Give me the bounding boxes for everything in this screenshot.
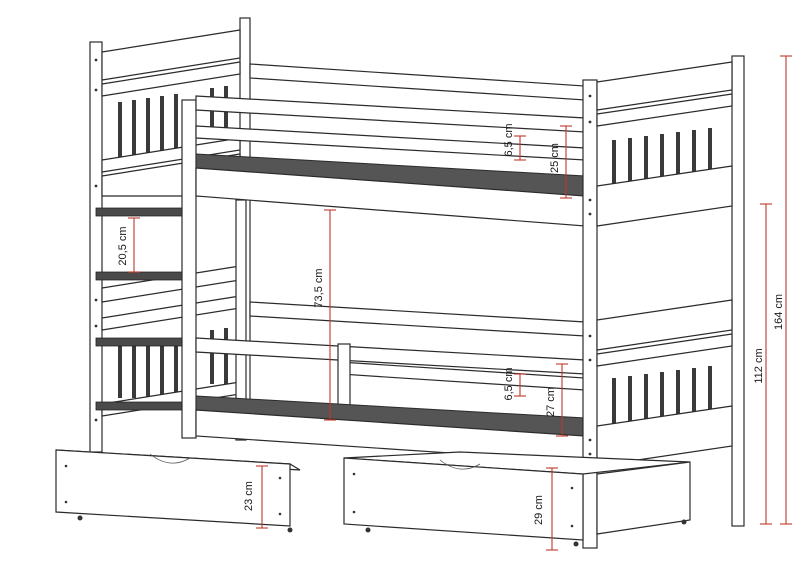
drawer-right-front: [343, 457, 584, 541]
back-lower-rail: [249, 301, 586, 337]
drawer-right: [343, 451, 691, 547]
right-front-post: [582, 79, 598, 549]
ladder-rung-1: [95, 207, 183, 217]
drawer-left: [55, 449, 301, 533]
label-drawer-total: 29 cm: [533, 495, 545, 525]
ladder-rail: [181, 99, 197, 439]
left-headboard-top: [101, 29, 241, 81]
right-upper-top-board: [596, 61, 733, 111]
ladder: [95, 99, 197, 439]
left-lower-top-rail: [101, 265, 241, 303]
right-lower-side-board: [596, 405, 733, 467]
dimension-lines: [128, 55, 792, 551]
post-holes: [94, 58, 592, 456]
right-lower-rail: [596, 333, 733, 367]
label-rung-spacing: 20,5 cm: [117, 226, 129, 265]
label-lower-rail: 27 cm: [545, 387, 557, 417]
right-upper-slats: [612, 128, 712, 190]
label-lower-height: 112 cm: [753, 348, 765, 383]
back-top-rail: [249, 63, 586, 101]
right-back-post: [731, 55, 745, 527]
drawer-left-handle: [149, 453, 191, 464]
label-clearance: 73,5 cm: [313, 268, 325, 307]
upper-guard-rail-2: [195, 125, 586, 161]
dimension-labels: 164 cm 112 cm 73,5 cm 20,5 cm 6,5 cm 25 …: [117, 123, 785, 524]
left-lower-rail: [101, 295, 241, 331]
label-upper-rail: 25 cm: [549, 143, 561, 173]
label-drawer-front: 23 cm: [243, 481, 255, 511]
drawer-right-side: [596, 461, 691, 535]
label-upper-gap: 6,5 cm: [503, 123, 515, 156]
lower-bed: [195, 337, 586, 463]
upper-bed: [195, 95, 586, 227]
right-upper-rail: [596, 93, 733, 127]
drawers: [55, 449, 691, 547]
right-end-frame: [94, 55, 745, 549]
ladder-rung-4: [95, 401, 183, 411]
left-lower-slats: [118, 328, 228, 398]
right-upper-side-board: [596, 165, 733, 227]
ladder-rung-3: [95, 337, 183, 347]
right-lower-slats: [612, 366, 712, 430]
right-lower-top-board: [596, 299, 733, 351]
label-total-height: 164 cm: [773, 294, 785, 330]
drawer-left-front: [55, 449, 291, 527]
left-end-frame: [89, 17, 251, 453]
upper-guard-rail-top: [195, 95, 586, 133]
left-front-post: [89, 41, 103, 453]
left-headboard-rail: [101, 61, 241, 97]
back-side-frame: [235, 63, 586, 441]
label-lower-gap: 6,5 cm: [503, 367, 515, 400]
ladder-rung-2: [95, 271, 183, 281]
drawer-right-handle: [439, 459, 481, 470]
